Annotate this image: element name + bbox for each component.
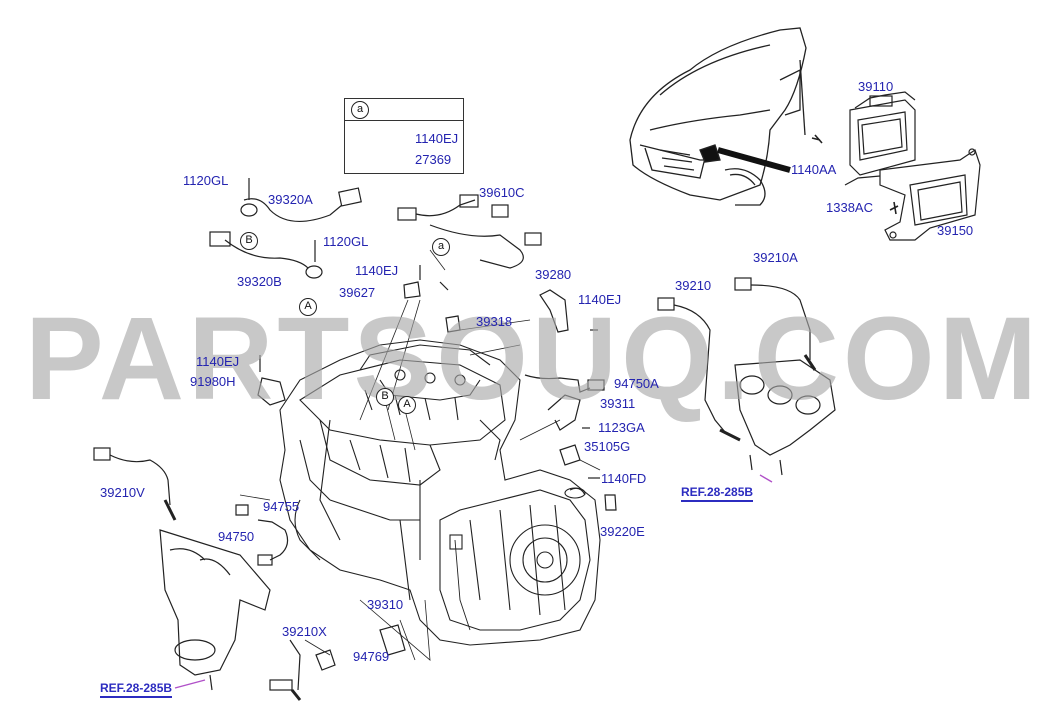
- part-39318[interactable]: 39318: [476, 314, 513, 329]
- part-35105g[interactable]: 35105G: [584, 439, 631, 454]
- engine-assembly: [279, 339, 601, 646]
- part-39311[interactable]: 39311: [600, 396, 636, 411]
- part-39310[interactable]: 39310: [367, 597, 404, 612]
- part-39320a[interactable]: 39320A: [268, 192, 313, 207]
- reference-leaders: [174, 474, 773, 689]
- part-39210a[interactable]: 39210A: [753, 250, 798, 265]
- part-39220e[interactable]: 39220E: [600, 524, 645, 539]
- part-39150[interactable]: 39150: [937, 223, 974, 238]
- reference-link-left[interactable]: REF.28-285B: [100, 681, 173, 698]
- part-39110[interactable]: 39110: [858, 79, 894, 94]
- small-components: [235, 265, 617, 671]
- callout-box: a: [344, 98, 464, 174]
- marker-a-engine: A: [398, 396, 416, 414]
- sensor-harness: [397, 194, 542, 269]
- part-39320b[interactable]: 39320B: [237, 274, 282, 289]
- ecu-module: [811, 91, 981, 241]
- part-1140ej-b[interactable]: 1140EJ: [578, 292, 622, 307]
- part-1140fd[interactable]: 1140FD: [601, 471, 647, 486]
- part-1140aa[interactable]: 1140AA: [791, 162, 837, 177]
- oxygen-sensors-and-manifolds: [93, 277, 836, 701]
- part-1120gl-top[interactable]: 1120GL: [183, 173, 229, 188]
- marker-a-upper: A: [299, 298, 317, 316]
- part-94750[interactable]: 94750: [218, 529, 255, 544]
- watermark-text: PARTSOUQ.COM: [24, 293, 1042, 425]
- part-1123ga[interactable]: 1123GA: [598, 420, 645, 435]
- part-94750a[interactable]: 94750A: [614, 376, 659, 391]
- part-1140ej-a[interactable]: 1140EJ: [355, 263, 399, 278]
- part-91980h[interactable]: 91980H: [190, 374, 236, 389]
- part-94769[interactable]: 94769: [353, 649, 390, 664]
- marker-a: a: [432, 238, 450, 256]
- part-94755[interactable]: 94755: [263, 499, 300, 514]
- part-39610c[interactable]: 39610C: [479, 185, 525, 200]
- part-1120gl-mid[interactable]: 1120GL: [323, 234, 369, 249]
- knock-sensor-harness: [209, 178, 362, 279]
- callout-label-27369[interactable]: 27369: [415, 152, 452, 167]
- leader-lines: [239, 249, 601, 661]
- callout-label-1140ej[interactable]: 1140EJ: [415, 131, 459, 146]
- part-1338ac[interactable]: 1338AC: [826, 200, 873, 215]
- vehicle-illustration: [629, 27, 807, 206]
- part-39627[interactable]: 39627: [339, 285, 376, 300]
- callout-header: a: [345, 99, 463, 121]
- callout-marker: a: [351, 101, 369, 119]
- marker-b-top: B: [240, 232, 258, 250]
- part-39280[interactable]: 39280: [535, 267, 572, 282]
- part-39210x[interactable]: 39210X: [282, 624, 327, 639]
- part-39210[interactable]: 39210: [675, 278, 712, 293]
- reference-link-right[interactable]: REF.28-285B: [681, 485, 754, 502]
- part-1140ej-c[interactable]: 1140EJ: [196, 354, 240, 369]
- part-39210v[interactable]: 39210V: [100, 485, 145, 500]
- marker-b-engine: B: [376, 388, 394, 406]
